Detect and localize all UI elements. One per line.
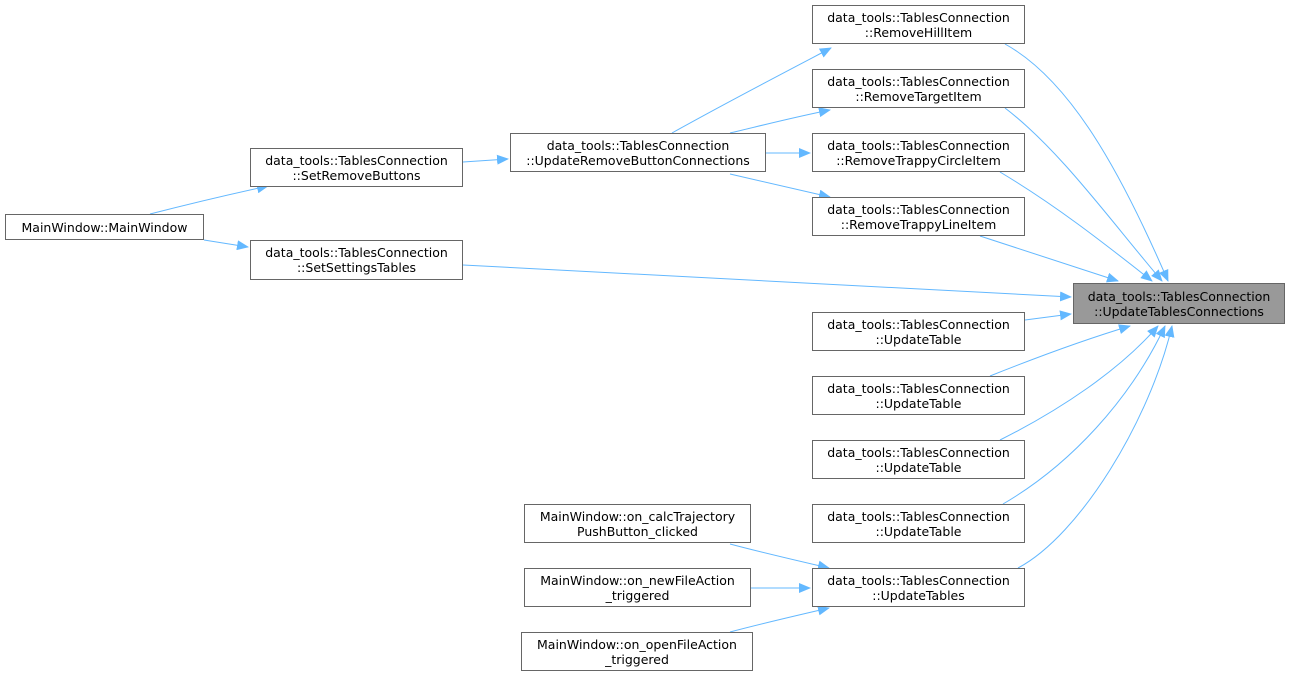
- node-line: _triggered: [605, 651, 669, 667]
- edge-update-tables-to-root: [1017, 325, 1175, 569]
- node-update-table[interactable]: data_tools::TablesConnection ::UpdateTab…: [812, 376, 1025, 415]
- node-line: ::RemoveTrappyLineItem: [840, 216, 997, 232]
- node-line: data_tools::TablesConnection: [265, 245, 448, 260]
- node-line: data_tools::TablesConnection: [827, 316, 1010, 332]
- edge-set-settings-to-root: [462, 264, 1072, 302]
- node-line: data_tools::TablesConnection: [1087, 288, 1271, 304]
- node-set-settings-tables[interactable]: data_tools::TablesConnection ::SetSettin…: [250, 240, 463, 280]
- node-remove-hill-item[interactable]: data_tools::TablesConnection ::RemoveHil…: [812, 5, 1025, 44]
- node-line: ::SetRemoveButtons: [292, 167, 421, 183]
- node-line: _triggered: [605, 587, 670, 603]
- edge-remove-hill-to-root: [1004, 43, 1169, 282]
- node-line: MainWindow::on_calcTrajectory: [539, 508, 736, 524]
- node-line: PushButton_clicked: [577, 523, 698, 539]
- edge-open-file-to-update-tables: [729, 605, 830, 633]
- node-line: MainWindow::on_newFileAction: [540, 572, 735, 588]
- node-main-window[interactable]: MainWindow::MainWindow: [5, 214, 204, 240]
- node-on-open-file-action[interactable]: MainWindow::on_openFileAction _triggered: [521, 632, 753, 671]
- node-remove-target-item[interactable]: data_tools::TablesConnection ::RemoveTar…: [812, 69, 1025, 108]
- node-line: ::UpdateTable: [875, 331, 962, 347]
- node-update-tables[interactable]: data_tools::TablesConnection ::UpdateTab…: [812, 568, 1025, 607]
- node-on-calc-trajectory[interactable]: MainWindow::on_calcTrajectory PushButton…: [524, 504, 751, 543]
- node-line: data_tools::TablesConnection: [827, 201, 1010, 217]
- node-line: ::UpdateRemoveButtonConnections: [526, 152, 750, 168]
- node-line: ::UpdateTable: [875, 459, 962, 475]
- node-line: ::RemoveTargetItem: [855, 88, 982, 104]
- node-line: ::UpdateTable: [875, 395, 962, 411]
- node-line: MainWindow::MainWindow: [21, 219, 188, 235]
- node-update-table[interactable]: data_tools::TablesConnection ::UpdateTab…: [812, 504, 1025, 543]
- node-line: data_tools::TablesConnection: [827, 137, 1010, 153]
- node-line: ::UpdateTables: [872, 587, 965, 603]
- node-line: ::UpdateTablesConnections: [1094, 303, 1264, 319]
- edge-update-table1-to-root: [1024, 310, 1072, 321]
- edge-main-to-set-settings: [203, 239, 249, 251]
- edge-update-table3-to-root: [999, 325, 1159, 441]
- edge-urb-to-remove-hill: [671, 47, 832, 134]
- edge-remove-circle-to-root: [999, 171, 1153, 282]
- node-update-tables-connections: data_tools::TablesConnection ::UpdateTab…: [1073, 283, 1285, 324]
- node-update-table[interactable]: data_tools::TablesConnection ::UpdateTab…: [812, 440, 1025, 479]
- node-set-remove-buttons[interactable]: data_tools::TablesConnection ::SetRemove…: [250, 148, 463, 187]
- node-line: data_tools::TablesConnection: [827, 508, 1010, 524]
- edge-set-remove-to-urb: [462, 154, 509, 165]
- node-line: data_tools::TablesConnection: [827, 73, 1010, 89]
- node-line: data_tools::TablesConnection: [827, 9, 1010, 25]
- edge-calc-to-update-tables: [729, 543, 830, 571]
- node-on-new-file-action[interactable]: MainWindow::on_newFileAction _triggered: [524, 568, 751, 607]
- node-line: ::RemoveHillItem: [864, 24, 973, 40]
- node-line: data_tools::TablesConnection: [265, 152, 448, 168]
- node-update-remove-button-connections[interactable]: data_tools::TablesConnection ::UpdateRem…: [510, 133, 766, 172]
- node-line: data_tools::TablesConnection: [827, 444, 1010, 460]
- edge-urb-to-remove-line: [729, 173, 831, 200]
- edge-urb-to-remove-target: [729, 107, 831, 134]
- node-line: data_tools::TablesConnection: [827, 572, 1010, 588]
- edge-remove-line-to-root: [979, 235, 1119, 283]
- node-remove-trappy-circle-item[interactable]: data_tools::TablesConnection ::RemoveTra…: [812, 133, 1025, 172]
- node-remove-trappy-line-item[interactable]: data_tools::TablesConnection ::RemoveTra…: [812, 197, 1025, 236]
- node-line: ::RemoveTrappyCircleItem: [836, 152, 1001, 168]
- node-update-table[interactable]: data_tools::TablesConnection ::UpdateTab…: [812, 312, 1025, 351]
- node-line: data_tools::TablesConnection: [546, 137, 730, 153]
- node-line: ::SetSettingsTables: [296, 260, 417, 275]
- node-line: data_tools::TablesConnection: [827, 380, 1010, 396]
- edge-main-to-set-remove: [149, 183, 269, 215]
- node-line: MainWindow::on_openFileAction: [537, 636, 737, 652]
- edge-remove-target-to-root: [1004, 107, 1163, 282]
- edge-update-table4-to-root: [1002, 325, 1166, 505]
- node-line: ::UpdateTable: [875, 523, 962, 539]
- edge-update-table2-to-root: [989, 324, 1131, 377]
